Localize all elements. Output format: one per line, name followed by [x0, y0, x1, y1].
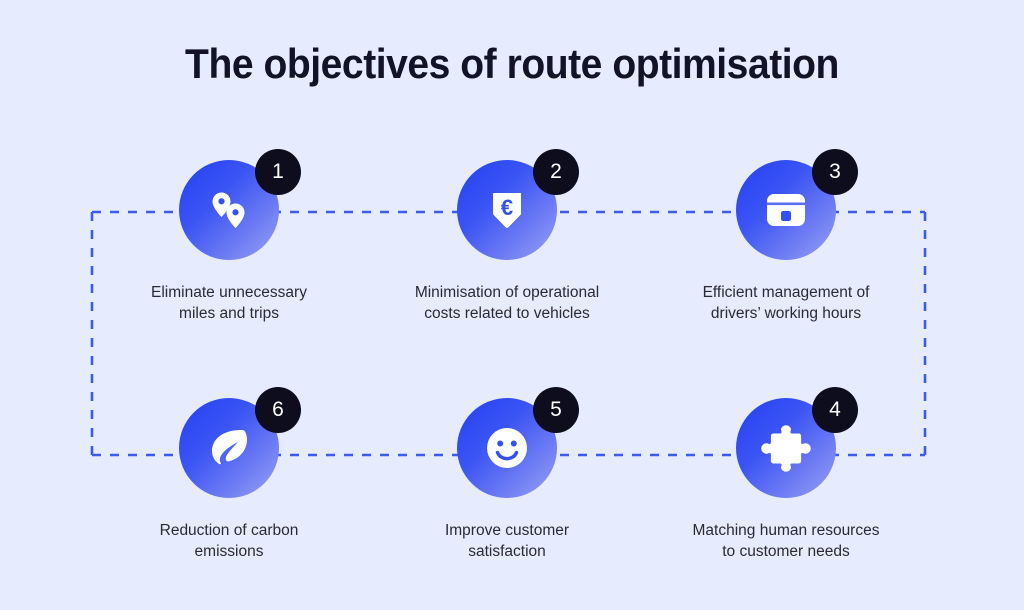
caption-line-1: Efficient management of	[702, 284, 870, 301]
icon-circle-wrap-2: € 2	[457, 149, 579, 260]
objective-item-2[interactable]: € 2 Minimisation of operational costs re…	[387, 149, 627, 324]
objective-caption-6: Reduction of carbon emissions	[109, 520, 349, 562]
objective-item-6[interactable]: 6 Reduction of carbon emissions	[109, 387, 349, 562]
caption-line-2: miles and trips	[179, 305, 279, 322]
icon-circle-wrap-1: 1	[179, 149, 301, 260]
calendar-icon	[767, 194, 805, 226]
caption-line-1: Reduction of carbon	[159, 522, 299, 539]
objective-caption-4: Matching human resources to customer nee…	[666, 520, 906, 562]
map-pins-icon	[212, 192, 245, 228]
objective-caption-1: Eliminate unnecessary miles and trips	[109, 282, 349, 324]
step-badge-1: 1	[255, 149, 301, 195]
step-badge-4: 4	[812, 387, 858, 433]
icon-circle-wrap-6: 6	[179, 387, 301, 498]
caption-line-2: drivers’ working hours	[710, 305, 862, 322]
objective-item-5[interactable]: 5 Improve customer satisfaction	[387, 387, 627, 562]
caption-line-2: costs related to vehicles	[424, 305, 590, 322]
caption-line-2: satisfaction	[468, 543, 546, 560]
caption-line-2: to customer needs	[722, 543, 850, 560]
leaf-icon	[212, 430, 247, 465]
page-title: The objectives of route optimisation	[185, 40, 839, 87]
puzzle-piece-icon	[761, 425, 811, 472]
caption-line-1: Improve customer	[444, 522, 570, 539]
step-badge-3: 3	[812, 149, 858, 195]
caption-line-1: Matching human resources	[692, 522, 880, 539]
caption-line-1: Eliminate unnecessary	[151, 284, 307, 301]
euro-down-arrow-icon: €	[492, 193, 522, 228]
step-badge-6: 6	[255, 387, 301, 433]
objective-item-4[interactable]: 4 Matching human resources to customer n…	[666, 387, 906, 562]
objective-item-1[interactable]: 1 Eliminate unnecessary miles and trips	[109, 149, 349, 324]
caption-line-2: emissions	[194, 543, 264, 560]
step-badge-2: 2	[533, 149, 579, 195]
caption-line-1: Minimisation of operational	[414, 284, 600, 301]
objective-caption-3: Efficient management of drivers’ working…	[666, 282, 906, 324]
objective-caption-2: Minimisation of operational costs relate…	[387, 282, 627, 324]
step-badge-5: 5	[533, 387, 579, 433]
icon-circle-wrap-4: 4	[736, 387, 858, 498]
svg-text:€: €	[501, 195, 513, 220]
smiley-face-icon	[487, 428, 527, 468]
icon-circle-wrap-5: 5	[457, 387, 579, 498]
objective-caption-5: Improve customer satisfaction	[387, 520, 627, 562]
objective-item-3[interactable]: 3 Efficient management of drivers’ worki…	[666, 149, 906, 324]
icon-circle-wrap-3: 3	[736, 149, 858, 260]
